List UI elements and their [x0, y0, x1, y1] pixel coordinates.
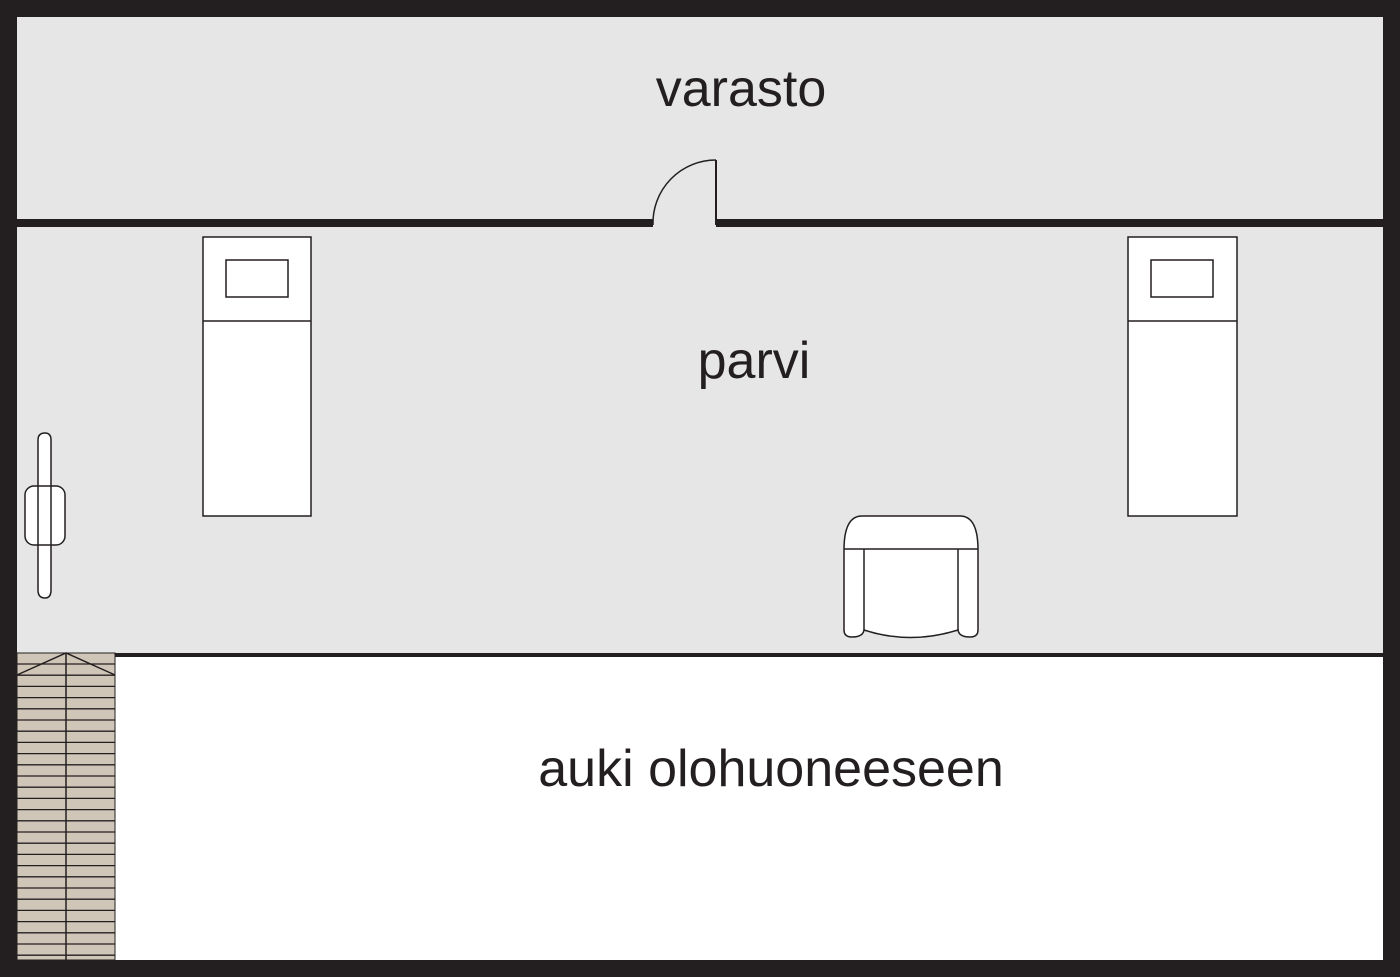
label-open-area: auki olohuoneeseen: [538, 740, 1004, 798]
stairs: [16, 652, 116, 961]
bed-right: [1127, 236, 1238, 517]
label-parvi: parvi: [698, 332, 811, 390]
bed-left: [202, 236, 312, 517]
door: [652, 159, 717, 227]
room-open-area: [17, 657, 1383, 960]
armchair: [843, 515, 979, 639]
room-varasto: [17, 17, 1383, 219]
label-varasto: varasto: [656, 60, 827, 118]
wall-fixture: [24, 432, 66, 599]
